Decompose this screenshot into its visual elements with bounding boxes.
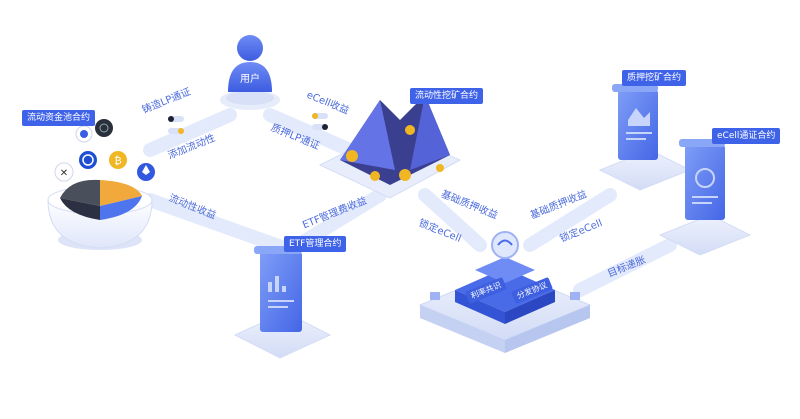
etf-contract-document (233, 246, 332, 359)
svg-text:✕: ✕ (60, 168, 68, 179)
liquidity-mining-contract-tag: 流动性挖矿合约 (410, 88, 484, 104)
user-figure (220, 35, 280, 110)
staking-mining-contract-tag: 质押挖矿合约 (622, 70, 687, 86)
svg-text:₿: ₿ (114, 155, 121, 167)
staking-contract-document (598, 84, 692, 191)
toggle-icons (168, 113, 328, 134)
ecell-token-document (658, 139, 752, 256)
liquidity-pool-contract-tag: 流动资金池合约 (22, 110, 96, 126)
ecell-token-contract-tag: eCell通证合约 (712, 128, 781, 144)
etf-management-contract-tag: ETF管理合约 (284, 236, 347, 252)
user-label: 用户 (240, 74, 260, 85)
liquidity-pool-illustration: ✕ ₿ (47, 119, 155, 250)
consensus-platform (418, 231, 592, 353)
mining-mountain-illustration (318, 95, 462, 199)
